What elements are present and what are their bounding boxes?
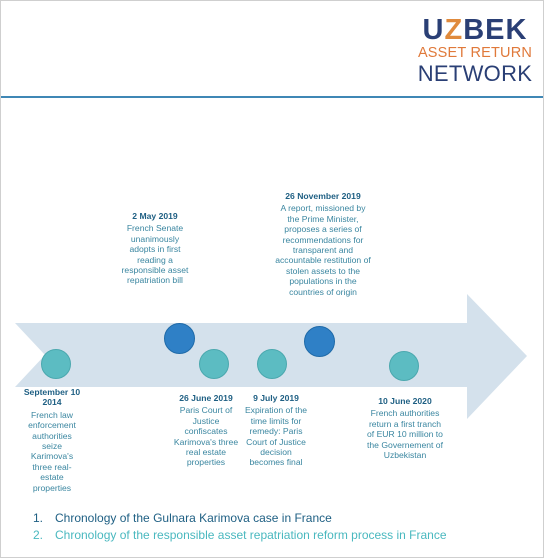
event-may-2019: 2 May 2019 French Senate unanimously ado… xyxy=(119,211,191,286)
event-date: September 10 2014 xyxy=(23,387,81,408)
event-jul-2019: 9 July 2019 Expiration of the time limit… xyxy=(244,393,308,468)
legend-item-karimova-case: 1. Chronology of the Gulnara Karimova ca… xyxy=(33,511,332,525)
logo-asset-return: ASSET RETURN xyxy=(417,45,533,61)
event-sep-2014: September 10 2014 French law enforcement… xyxy=(23,387,81,493)
event-text: A report, missioned by the Prime Ministe… xyxy=(275,203,371,297)
event-text: French authorities return a first tranch… xyxy=(367,408,443,461)
legend-item-reform-process: 2. Chronology of the responsible asset r… xyxy=(33,528,447,542)
event-dot-jul-2019 xyxy=(257,349,287,379)
event-text: French Senate unanimously adopts in firs… xyxy=(121,223,189,286)
event-date: 26 November 2019 xyxy=(285,191,361,201)
legend: 1. Chronology of the Gulnara Karimova ca… xyxy=(33,510,447,544)
event-jun-2019: 26 June 2019 Paris Court of Justice conf… xyxy=(171,393,241,468)
event-text: Expiration of the time limits for remedy… xyxy=(244,405,308,468)
event-date: 10 June 2020 xyxy=(378,396,432,406)
header-divider xyxy=(1,96,543,98)
event-dot-jun-2019 xyxy=(199,349,229,379)
event-date: 9 July 2019 xyxy=(253,393,299,403)
uzbek-asset-return-network-logo: UZBEK ASSET RETURN NETWORK xyxy=(417,15,533,86)
event-dot-nov-2019 xyxy=(304,326,335,357)
event-nov-2019: 26 November 2019 A report, missioned by … xyxy=(275,191,371,297)
logo-network: NETWORK xyxy=(417,61,533,86)
logo-uzbek: UZBEK xyxy=(422,14,528,46)
event-date: 26 June 2019 xyxy=(179,393,233,403)
event-dot-jun-2020 xyxy=(389,351,419,381)
event-text: Paris Court of Justice confiscates Karim… xyxy=(173,405,239,468)
event-dot-may-2019 xyxy=(164,323,195,354)
event-jun-2020: 10 June 2020 French authorities return a… xyxy=(367,396,443,460)
event-dot-sep-2014 xyxy=(41,349,71,379)
event-date: 2 May 2019 xyxy=(132,211,178,221)
event-text: French law enforcement authorities seize… xyxy=(28,409,76,493)
